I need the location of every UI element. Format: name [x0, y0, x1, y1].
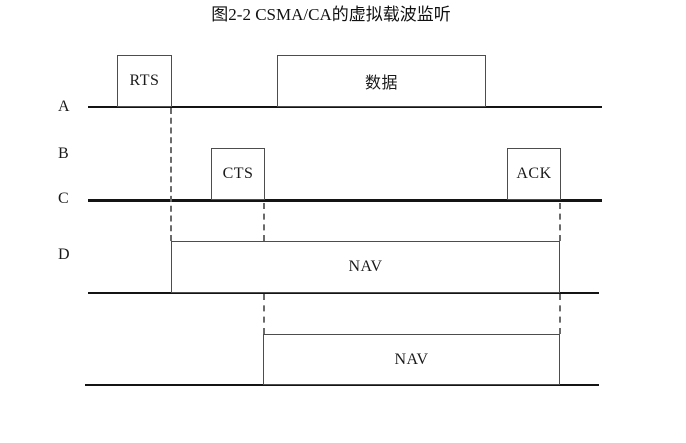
cts-label: CTS	[222, 165, 254, 182]
ack-label: ACK	[516, 165, 552, 182]
dashed-line-ack-end-lower	[559, 294, 561, 334]
timeline-bottom	[85, 384, 599, 386]
nav-label-lane-d: NAV	[348, 258, 383, 275]
timeline-c	[88, 199, 602, 202]
ack-box: ACK	[507, 148, 561, 200]
rts-box: RTS	[117, 55, 172, 107]
nav-label-bottom: NAV	[394, 350, 429, 368]
timeline-a	[88, 106, 602, 108]
data-box: 数据	[277, 55, 486, 107]
figure-caption: 图2-2 CSMA/CA的虚拟载波监听	[211, 5, 451, 24]
lane-label-b: B	[58, 145, 69, 162]
data-label: 数据	[364, 75, 398, 92]
timeline-d	[88, 292, 599, 294]
nav-box-bottom: NAV	[263, 334, 560, 385]
lane-label-a: A	[58, 98, 70, 115]
cts-box: CTS	[211, 148, 265, 200]
rts-label: RTS	[129, 72, 160, 89]
lane-label-c: C	[58, 190, 69, 207]
dashed-line-cts-end-lower	[263, 294, 265, 334]
lane-label-d: D	[58, 246, 70, 263]
dashed-line-rts-end	[170, 108, 172, 241]
dashed-line-cts-end-upper	[263, 203, 265, 241]
nav-box-lane-d: NAV	[171, 241, 560, 293]
dashed-line-ack-end-upper	[559, 203, 561, 241]
